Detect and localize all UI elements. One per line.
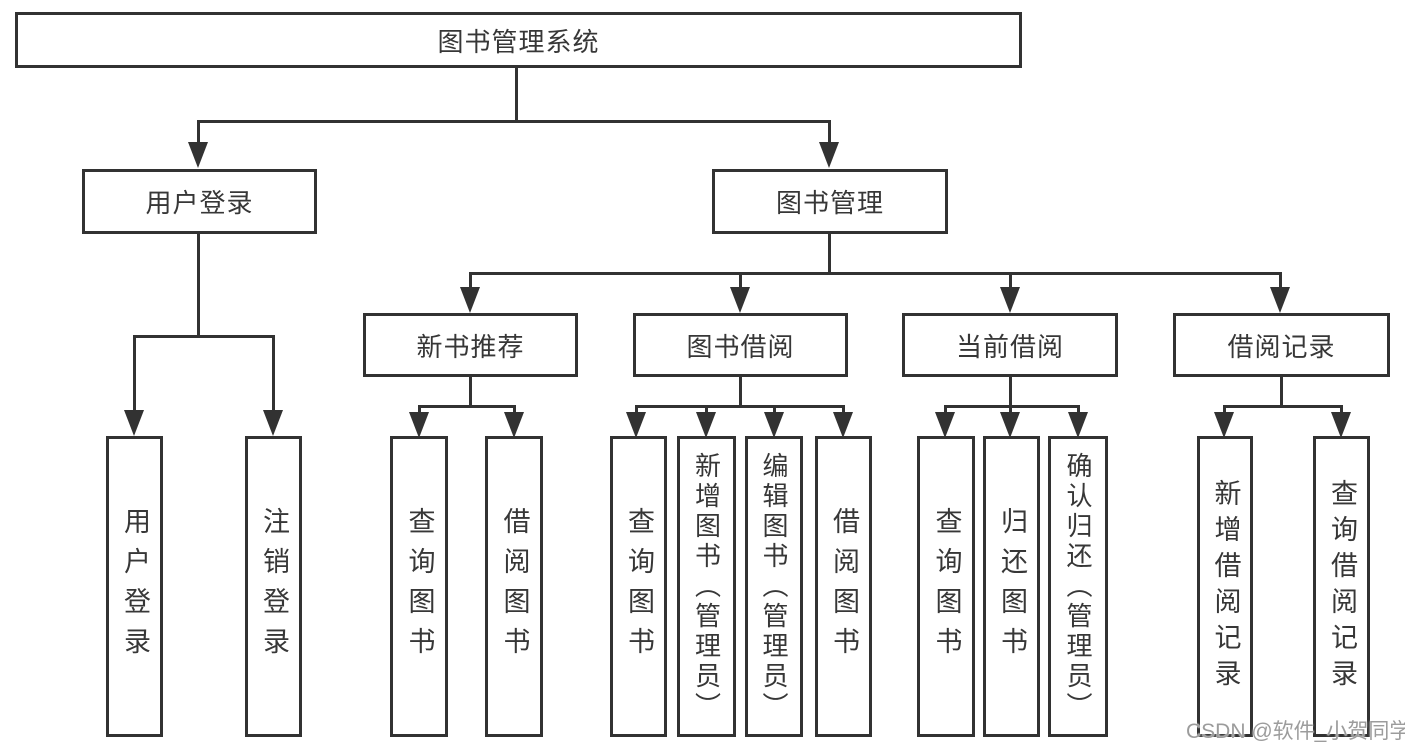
connector-line [513, 405, 516, 415]
connector-line [133, 335, 275, 338]
connector-line [1279, 272, 1282, 290]
connector-line [1009, 272, 1012, 290]
leaf-borrow-book-recommend: 借阅图书 [485, 436, 543, 737]
node-root-system: 图书管理系统 [15, 12, 1022, 68]
node-new-book-recommend: 新书推荐 [363, 313, 578, 377]
arrow-down-icon [1270, 287, 1290, 313]
arrow-down-icon [188, 142, 208, 168]
leaf-query-book-borrow: 查询图书 [610, 436, 667, 737]
arrow-down-icon [409, 412, 429, 438]
connector-line [635, 405, 845, 408]
arrow-down-icon [124, 410, 144, 436]
connector-line [1009, 377, 1012, 408]
node-root-label: 图书管理系统 [437, 26, 600, 57]
connector-line [1077, 405, 1080, 415]
connector-line [1009, 405, 1012, 415]
connector-line [1280, 377, 1283, 408]
leaf-borrow-book: 借阅图书 [815, 436, 872, 737]
connector-line [418, 405, 516, 408]
leaf-edit-book-admin: 编辑图书（管理员） [745, 436, 803, 737]
connector-line [739, 272, 742, 290]
leaf-confirm-return-admin: 确认归还（管理员） [1048, 436, 1108, 737]
leaf-query-book-current: 查询图书 [917, 436, 975, 737]
csdn-watermark: CSDN @软件_小贺同学 [1186, 720, 1405, 743]
node-book-borrow: 图书借阅 [633, 313, 848, 377]
connector-line [469, 272, 1282, 275]
connector-line [197, 234, 200, 337]
connector-line [515, 68, 518, 122]
connector-line [739, 377, 742, 408]
connector-line [469, 272, 472, 290]
arrow-down-icon [1214, 412, 1234, 438]
connector-line [1223, 405, 1226, 415]
node-borrow-records: 借阅记录 [1173, 313, 1390, 377]
connector-line [842, 405, 845, 415]
node-current-borrow-label: 当前借阅 [955, 331, 1064, 362]
arrow-down-icon [819, 142, 839, 168]
connector-line [272, 335, 275, 412]
leaf-query-borrow-record: 查询借阅记录 [1313, 436, 1370, 737]
arrow-down-icon [764, 412, 784, 438]
arrow-down-icon [730, 287, 750, 313]
connector-line [1223, 405, 1343, 408]
connector-line [469, 377, 472, 408]
arrow-down-icon [263, 410, 283, 436]
arrow-down-icon [833, 412, 853, 438]
connector-line [418, 405, 421, 415]
leaf-return-book: 归还图书 [983, 436, 1040, 737]
arrow-down-icon [504, 412, 524, 438]
arrow-down-icon [1068, 412, 1088, 438]
arrow-down-icon [1000, 412, 1020, 438]
connector-line [635, 405, 638, 415]
node-user-login-label: 用户登录 [145, 188, 254, 218]
leaf-user-login: 用户登录 [106, 436, 163, 737]
connector-line [828, 234, 831, 275]
arrow-down-icon [1331, 412, 1351, 438]
node-current-borrow: 当前借阅 [902, 313, 1118, 377]
arrow-down-icon [1000, 287, 1020, 313]
leaf-query-book-recommend: 查询图书 [390, 436, 448, 737]
node-new-book-recommend-label: 新书推荐 [416, 331, 525, 362]
arrow-down-icon [935, 412, 955, 438]
connector-line [133, 335, 136, 412]
leaf-add-book-admin: 新增图书（管理员） [677, 436, 736, 737]
leaf-add-borrow-record: 新增借阅记录 [1197, 436, 1253, 737]
node-book-management-label: 图书管理 [775, 188, 884, 218]
connector-line [197, 120, 831, 123]
node-book-management: 图书管理 [712, 169, 948, 234]
connector-line [944, 405, 1080, 408]
node-borrow-records-label: 借阅记录 [1227, 331, 1336, 362]
arrow-down-icon [626, 412, 646, 438]
connector-line [1340, 405, 1343, 415]
arrow-down-icon [460, 287, 480, 313]
leaf-logout: 注销登录 [245, 436, 302, 737]
connector-line [944, 405, 947, 415]
connector-line [828, 120, 831, 144]
node-book-borrow-label: 图书借阅 [686, 331, 795, 362]
connector-line [197, 120, 200, 144]
node-user-login: 用户登录 [82, 169, 317, 234]
connector-line [705, 405, 708, 415]
arrow-down-icon [696, 412, 716, 438]
connector-line [773, 405, 776, 415]
